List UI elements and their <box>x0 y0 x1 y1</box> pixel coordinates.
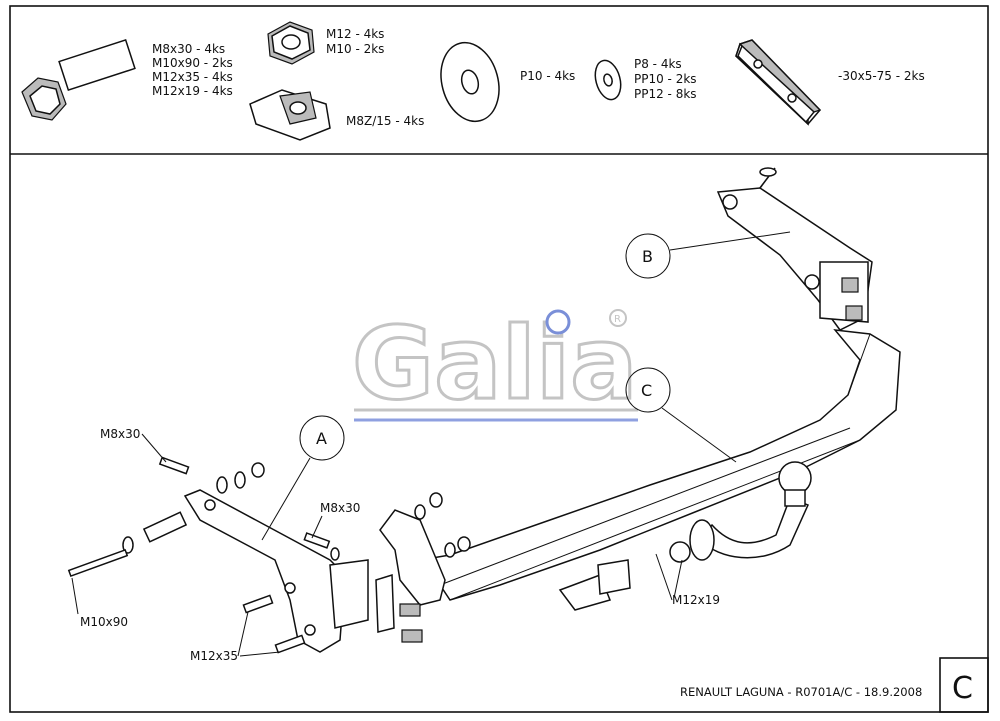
plate-icon <box>735 39 822 126</box>
leader-m12x19-b <box>673 559 683 599</box>
bracket-middle <box>375 509 446 643</box>
leader-m12x35-b <box>239 651 281 657</box>
svg-text:Galia: Galia <box>352 305 638 422</box>
fasteners-middle <box>414 492 471 558</box>
bracket-a <box>183 489 369 653</box>
label-m10x90: M10x90 <box>80 615 128 629</box>
svg-text:R: R <box>614 314 621 325</box>
callout-b: B <box>625 233 671 279</box>
leader-m12x19-a <box>655 553 673 601</box>
nut-icon <box>267 21 315 65</box>
leader-m8x30-mid <box>311 515 323 539</box>
hw-washer-1: P8 - 4ks <box>634 57 682 71</box>
hw-plate: -30x5-75 - 2ks <box>838 69 925 83</box>
leader-c <box>661 407 737 463</box>
svg-text:C: C <box>641 381 652 400</box>
hw-washer-3: PP12 - 8ks <box>634 87 697 101</box>
fasteners-left <box>67 456 340 654</box>
hw-bolt-4: M12x19 - 4ks <box>152 84 233 98</box>
hw-bolt-3: M12x35 - 4ks <box>152 70 233 84</box>
hw-bolt-2: M10x90 - 2ks <box>152 56 233 70</box>
logo-dot <box>545 309 571 335</box>
label-m12x19: M12x19 <box>672 593 720 607</box>
svg-text:B: B <box>642 247 653 266</box>
hw-washer-2: PP10 - 2ks <box>634 72 697 86</box>
sheet-letter: C <box>952 671 973 706</box>
label-m12x35: M12x35 <box>190 649 238 663</box>
svg-text:A: A <box>316 429 327 448</box>
bolt-icon <box>21 38 136 121</box>
washer-large-icon <box>440 41 500 123</box>
tow-ball <box>669 461 812 563</box>
hw-washer-large: P10 - 4ks <box>520 69 575 83</box>
callout-c: C <box>625 367 671 413</box>
label-m8x30-left: M8x30 <box>100 427 140 441</box>
leader-m10x90 <box>71 577 79 615</box>
label-m8x30-mid: M8x30 <box>320 501 360 515</box>
leader-m8x30-left <box>141 433 167 463</box>
hw-nut-1: M12 - 4ks <box>326 27 384 41</box>
sheet-box <box>939 657 989 713</box>
bracket-b <box>716 167 873 331</box>
leader-a <box>261 457 311 541</box>
hw-bolt-1: M8x30 - 4ks <box>152 42 225 56</box>
washer-small-icon <box>594 59 622 101</box>
registered-icon <box>609 309 627 327</box>
hw-nut-2: M10 - 2ks <box>326 42 384 56</box>
leader-b <box>669 231 791 251</box>
clip-icon <box>249 89 331 141</box>
drawing-title: RENAULT LAGUNA - R0701A/C - 18.9.2008 <box>680 685 922 699</box>
outer-frame <box>9 5 989 713</box>
hw-clip: M8Z/15 - 4ks <box>346 114 424 128</box>
callout-a: A <box>299 415 345 461</box>
crossbar-c <box>418 329 901 611</box>
galia-logo: Galia R <box>351 304 640 424</box>
leader-m12x35-a <box>237 611 249 657</box>
